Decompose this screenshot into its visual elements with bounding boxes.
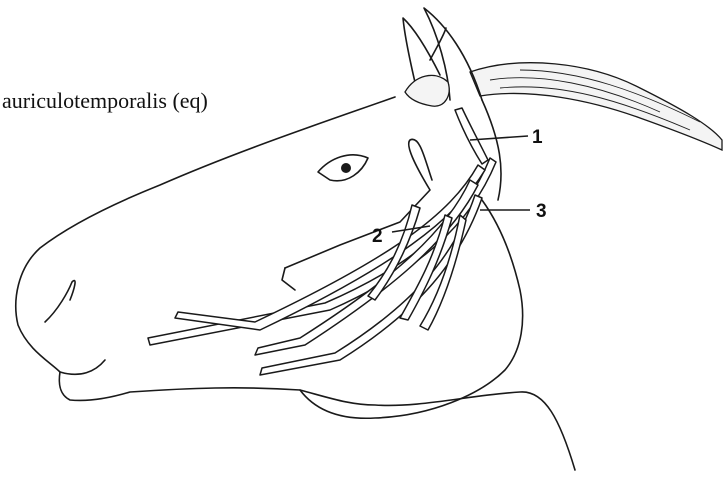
skin-flap [285, 139, 432, 268]
callout-label-1: 1 [532, 127, 543, 148]
nerve-root [455, 108, 488, 164]
forelock [405, 75, 449, 106]
skin-flap-lower [282, 268, 295, 290]
head-outline [16, 97, 575, 470]
nostril [45, 281, 75, 322]
ear-inner [430, 28, 446, 60]
callout-leader-1 [470, 136, 528, 140]
callout-label-3: 3 [536, 201, 547, 222]
eye-pupil [341, 163, 351, 173]
mouth-line [60, 360, 105, 374]
callout-label-2: 2 [372, 226, 383, 247]
